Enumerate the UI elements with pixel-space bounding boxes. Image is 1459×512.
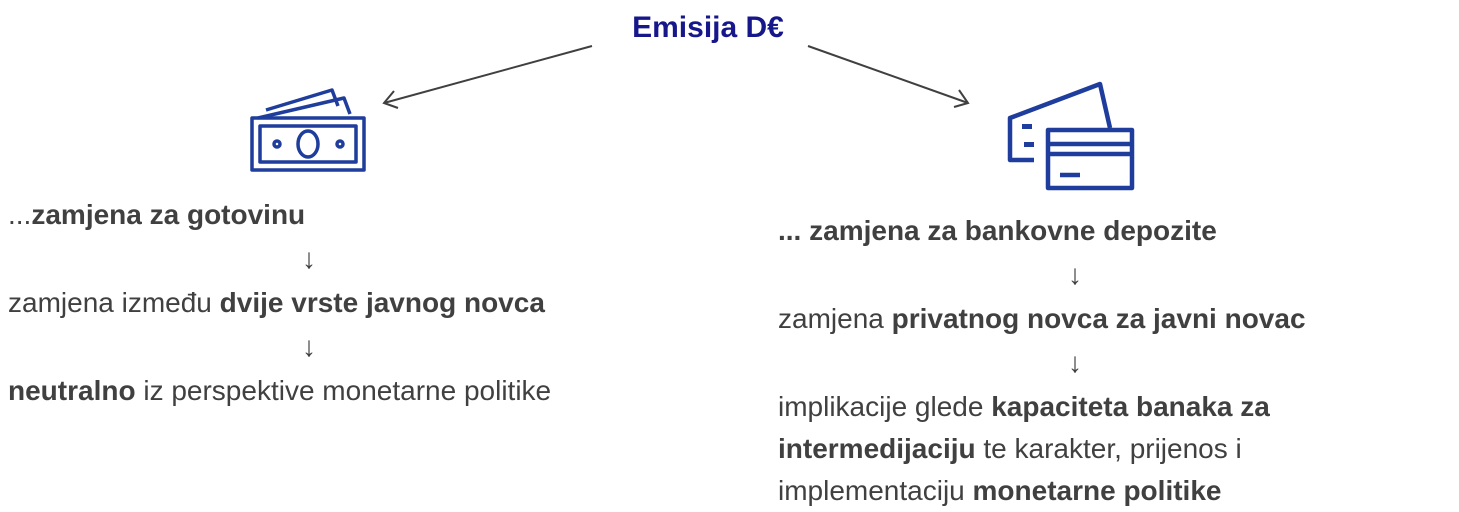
left-line-3: neutralno iz perspektive monetarne polit…	[8, 375, 552, 406]
right-line-3b: intermedijaciju te karakter, prijenos i	[778, 433, 1242, 464]
diagram-title: Emisija D€	[632, 11, 784, 44]
right-line-1: ... zamjena za bankovne depozite	[778, 215, 1217, 246]
right-line-3a: implikacije glede kapaciteta banaka za	[778, 391, 1270, 422]
left-line-2: zamjena između dvije vrste javnog novca	[8, 287, 545, 318]
arrow-left	[383, 45, 593, 104]
banknotes-icon	[250, 88, 366, 172]
right-column: ... zamjena za bankovne depozite ↓ zamje…	[778, 210, 1306, 512]
right-line-2: zamjena privatnog novca za javni novac	[778, 303, 1306, 334]
cards-icon	[1007, 81, 1135, 191]
down-arrow: ↓	[1068, 347, 1082, 378]
left-column: ...zamjena za gotovinu ↓ zamjena između …	[8, 194, 551, 412]
down-arrow: ↓	[1068, 259, 1082, 290]
down-arrow: ↓	[302, 331, 316, 362]
arrow-right	[807, 45, 969, 104]
right-line-3c: implementaciju monetarne politike	[778, 475, 1222, 506]
down-arrow: ↓	[302, 243, 316, 274]
left-line-1: ...zamjena za gotovinu	[8, 199, 306, 230]
